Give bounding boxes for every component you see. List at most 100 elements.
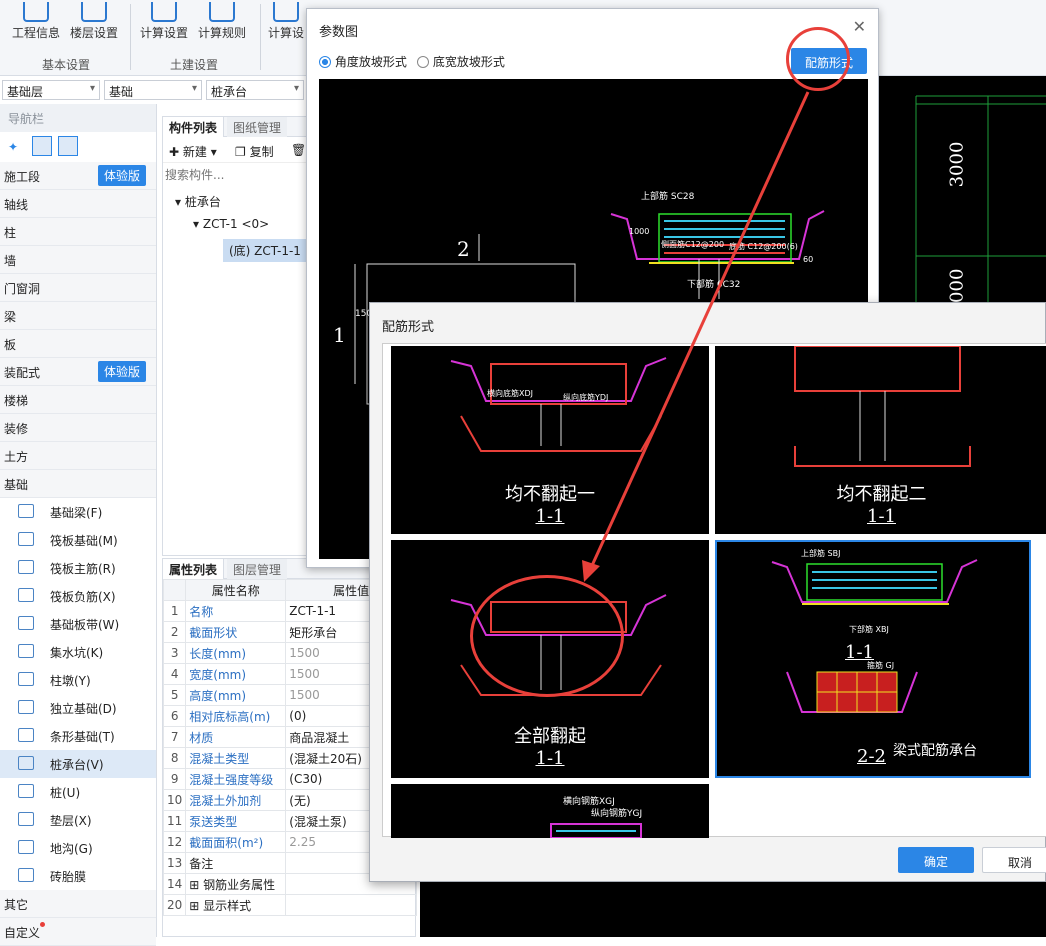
radio-bottom-width-slope[interactable]: 底宽放坡形式 xyxy=(417,53,505,70)
dimension-label-1500: 1500 xyxy=(355,309,378,319)
dialog-title: 参数图 xyxy=(319,25,359,40)
nav-item-raft-neg-rebar[interactable]: 筏板负筋(X) xyxy=(0,582,156,610)
ok-button[interactable]: 确定 xyxy=(898,847,974,873)
nav-cat-wall[interactable]: 墙 xyxy=(0,246,156,274)
option-fifth[interactable]: 横向钢筋XGJ 纵向钢筋YGJ xyxy=(391,784,709,838)
nav-item-raft-main-rebar[interactable]: 筏板主筋(R) xyxy=(0,554,156,582)
property-name: 名称 xyxy=(185,600,287,622)
option-caption: 梁式配筋承台 xyxy=(893,743,977,759)
property-value[interactable] xyxy=(285,894,417,916)
tree-root[interactable]: ▾ 桩承台 xyxy=(175,195,221,209)
nav-item-foundation-strip[interactable]: 基础板带(W) xyxy=(0,610,156,638)
nav-item-pile[interactable]: 桩(U) xyxy=(0,778,156,806)
nav-cat-stairs[interactable]: 楼梯 xyxy=(0,386,156,414)
col-property-name: 属性名称 xyxy=(185,579,287,601)
nav-item-trench[interactable]: 地沟(G) xyxy=(0,834,156,862)
nav-item-pile-cap[interactable]: 桩承台(V) xyxy=(0,750,156,778)
nav-cat-prefab[interactable]: 装配式体验版 xyxy=(0,358,156,386)
option-drawing xyxy=(794,346,971,467)
brick-mold-icon xyxy=(18,868,34,882)
notification-dot xyxy=(40,922,45,927)
tab-layer-management[interactable]: 图层管理 xyxy=(227,559,288,579)
nav-item-cushion[interactable]: 垫层(X) xyxy=(0,806,156,834)
nav-item-pier[interactable]: 柱墩(Y) xyxy=(0,666,156,694)
nav-cat-door-window[interactable]: 门窗洞 xyxy=(0,274,156,302)
floor-settings-icon xyxy=(81,2,107,22)
floor-settings-button[interactable]: 楼层设置 xyxy=(68,2,120,41)
list-view-icon[interactable] xyxy=(32,136,52,156)
cad-label: 纵向钢筋YGJ xyxy=(591,809,643,819)
option-none-raised-1[interactable]: 均不翻起一 1-1 xyxy=(391,346,709,534)
copy-button[interactable]: ❐ 复制 xyxy=(235,145,274,159)
nav-item-foundation-beam[interactable]: 基础梁(F) xyxy=(0,498,156,526)
tab-drawing-management[interactable]: 图纸管理 xyxy=(227,117,288,137)
sump-icon xyxy=(18,644,34,658)
option-section: 1-1 xyxy=(535,506,565,527)
row-index: 5 xyxy=(162,684,187,706)
toolbar-divider xyxy=(260,4,261,70)
option-beam-type-selected[interactable]: 1-1 2-2 梁式配筋承台 上部筋 SBJ 下部筋 XBJ 箍筋 GJ xyxy=(715,540,1031,778)
detail-view-icon[interactable] xyxy=(58,136,78,156)
option-none-raised-2[interactable]: 均不翻起二 1-1 xyxy=(715,346,1046,534)
nav-item-isolated-footing[interactable]: 独立基础(D) xyxy=(0,694,156,722)
raft-neg-rebar-icon xyxy=(18,588,34,602)
strip-footing-icon xyxy=(18,728,34,742)
cad-label: 60 xyxy=(803,255,814,264)
subtype-select[interactable]: 桩承台 xyxy=(206,80,304,100)
nav-cat-decoration[interactable]: 装修 xyxy=(0,414,156,442)
nav-cat-slab[interactable]: 板 xyxy=(0,330,156,358)
cad-viewport[interactable]: 3000 3000 xyxy=(878,76,1046,314)
trial-badge: 体验版 xyxy=(97,165,146,186)
option-section: 1-1 xyxy=(535,748,565,769)
trial-badge: 体验版 xyxy=(97,361,146,382)
nav-cat-other[interactable]: 其它 xyxy=(0,890,156,918)
tab-component-list[interactable]: 构件列表 xyxy=(163,117,225,137)
nav-header: 导航栏 xyxy=(0,104,156,132)
nav-cat-axis[interactable]: 轴线 xyxy=(0,190,156,218)
tree-child[interactable]: ▾ ZCT-1 <0> xyxy=(193,217,270,231)
row-index: 10 xyxy=(162,789,187,811)
cad-grid xyxy=(915,95,1046,306)
cad-viewport-bottom[interactable] xyxy=(420,880,1046,937)
nav-item-brick-mold[interactable]: 砖胎膜 xyxy=(0,862,156,890)
nav-item-sump[interactable]: 集水坑(K) xyxy=(0,638,156,666)
calc-rules-button[interactable]: 计算规则 xyxy=(196,2,248,41)
calc-settings-button-2[interactable]: 计算设 xyxy=(266,2,306,41)
pin-icon[interactable]: ✦ xyxy=(8,140,19,154)
calc-settings-icon xyxy=(151,2,177,22)
nav-cat-column[interactable]: 柱 xyxy=(0,218,156,246)
project-info-icon xyxy=(23,2,49,22)
strip-icon xyxy=(18,616,34,630)
radio-angle-slope[interactable]: 角度放坡形式 xyxy=(319,53,407,70)
nav-item-strip-footing[interactable]: 条形基础(T) xyxy=(0,722,156,750)
pile-icon xyxy=(18,784,34,798)
nav-cat-earthwork[interactable]: 土方 xyxy=(0,442,156,470)
nav-cat-beam[interactable]: 梁 xyxy=(0,302,156,330)
close-icon[interactable]: ✕ xyxy=(852,17,866,36)
nav-item-raft[interactable]: 筏板基础(M) xyxy=(0,526,156,554)
component-search-input[interactable] xyxy=(165,165,305,185)
option-drawing xyxy=(550,823,642,838)
group-label-civil: 土建设置 xyxy=(170,58,219,72)
nav-cat-construction-stage[interactable]: 施工段体验版 xyxy=(0,162,156,190)
nav-cat-foundation[interactable]: 基础 xyxy=(0,470,156,498)
tree-leaf-selected[interactable]: (底) ZCT-1-1 xyxy=(223,239,307,262)
property-row[interactable]: 20⊞ 显示样式 xyxy=(162,894,417,916)
component-tabs: 构件列表 图纸管理 xyxy=(163,117,307,137)
option-section: 1-1 xyxy=(845,642,874,663)
cad-label: 上部筋 SC28 xyxy=(641,192,695,202)
cad-label: 横向钢筋XGJ xyxy=(563,797,615,807)
type-select[interactable]: 基础 xyxy=(104,80,202,100)
cad-label: 纵向底筋YDJ xyxy=(563,393,609,402)
project-info-button[interactable]: 工程信息 xyxy=(10,2,62,41)
new-button[interactable]: ✚ 新建 ▾ xyxy=(169,145,217,159)
cancel-button[interactable]: 取消 xyxy=(982,847,1046,873)
calc-settings-button[interactable]: 计算设置 xyxy=(138,2,190,41)
cad-label: 底筋 C12@200(6) xyxy=(729,242,798,251)
floor-select[interactable]: 基础层 xyxy=(2,80,100,100)
calc-rules-icon xyxy=(209,2,235,22)
pier-icon xyxy=(18,672,34,686)
radio-checked-icon xyxy=(319,56,331,68)
delete-icon[interactable]: 🗑 xyxy=(291,143,307,157)
tab-property-list[interactable]: 属性列表 xyxy=(163,559,225,579)
